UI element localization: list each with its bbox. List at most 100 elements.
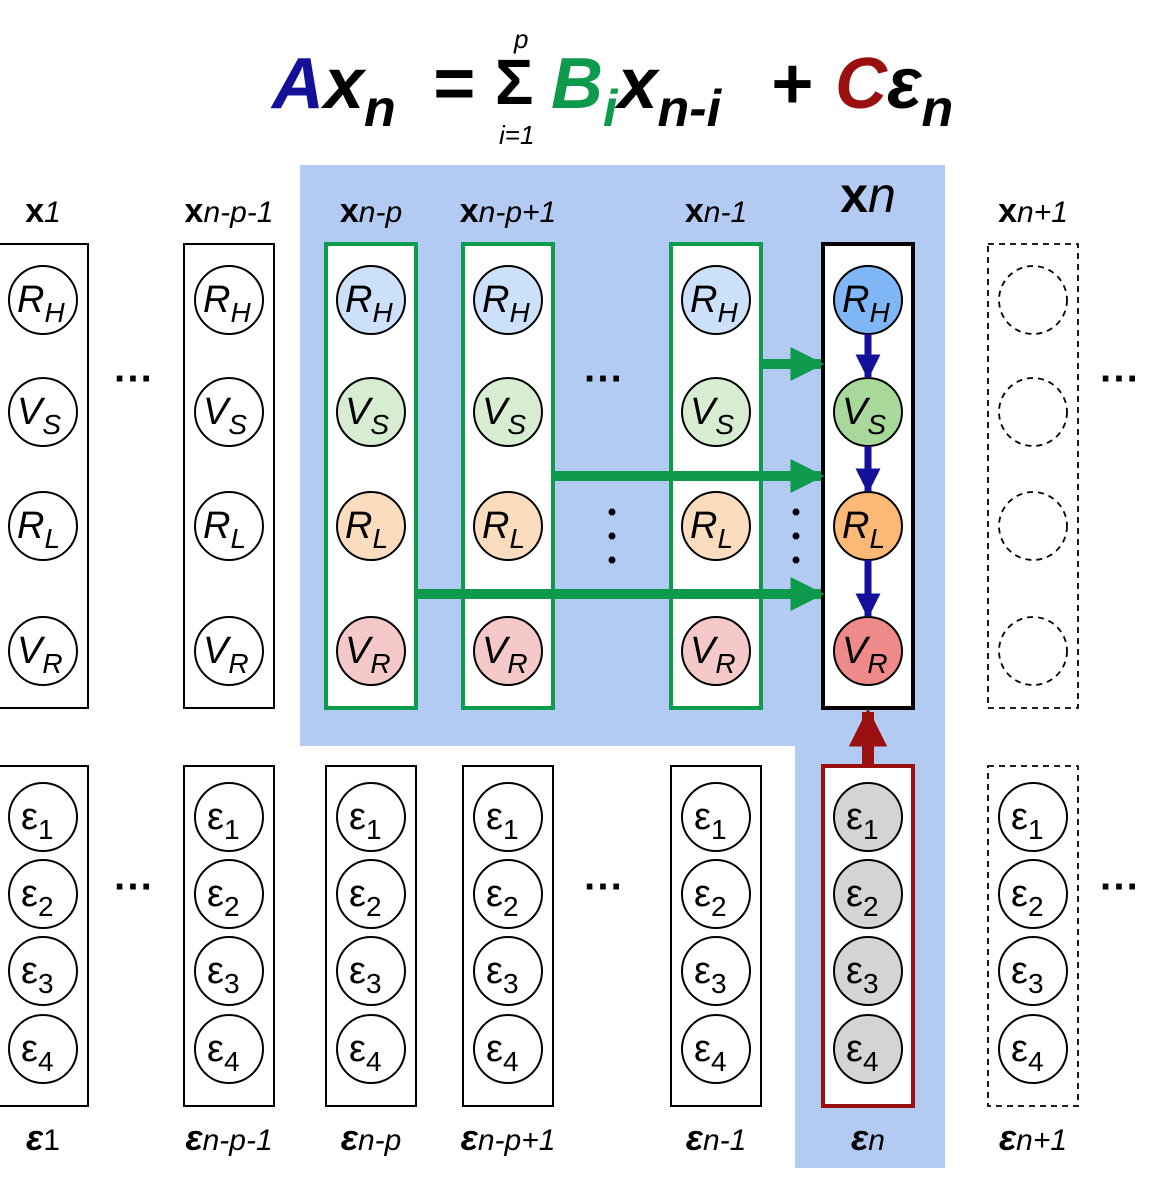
header-main: x — [998, 192, 1017, 230]
noise-label-sub: 3 — [38, 968, 54, 999]
noise-label-main: ε — [846, 873, 863, 915]
noise-label-main: ε — [486, 950, 503, 992]
node-label: RL — [203, 505, 246, 554]
ellipsis-left-top: ··· — [114, 357, 154, 401]
noise-label-main: ε — [207, 950, 224, 992]
node-label-main: R — [345, 505, 372, 547]
noise-label: ε3 — [486, 950, 519, 999]
node-VS: VS — [8, 377, 78, 447]
noise-label-sub: 1 — [711, 814, 727, 845]
noise-label-main: ε — [846, 796, 863, 838]
noise-node-2: ε2 — [473, 859, 543, 929]
noise-node-3: ε3 — [473, 936, 543, 1006]
node-circle — [336, 377, 406, 447]
noise-label: ε1 — [846, 796, 879, 845]
svg-text:Cεn: Cεn — [835, 44, 953, 138]
noise-node-2: ε2 — [833, 859, 903, 929]
column-header: xn-p-1 — [185, 192, 274, 230]
noise-node-3: ε3 — [194, 936, 264, 1006]
node-label: VR — [17, 630, 63, 679]
noise-node-4: ε4 — [8, 1014, 78, 1084]
node-label: VS — [690, 391, 734, 440]
node-label-main: R — [17, 505, 44, 547]
node-circle — [336, 265, 406, 335]
noise-label-main: ε — [486, 1028, 503, 1070]
noise-label: ε3 — [1011, 950, 1044, 999]
noise-circle — [681, 782, 751, 852]
noise-label-main: ε — [694, 950, 711, 992]
node-circle — [194, 377, 264, 447]
noise-circle — [336, 936, 406, 1006]
noise-label-sub: 1 — [224, 814, 240, 845]
noise-label-sub: 2 — [366, 891, 382, 922]
noise-label: ε3 — [207, 950, 240, 999]
noise-node-1: ε1 — [833, 782, 903, 852]
node-label: RL — [690, 505, 733, 554]
noise-label-main: ε — [21, 1028, 38, 1070]
noise-label: ε3 — [694, 950, 727, 999]
footer-sub: n+1 — [1016, 1124, 1067, 1157]
noise-circle — [833, 782, 903, 852]
node-label-main: R — [690, 505, 717, 547]
noise-label-main: ε — [349, 1028, 366, 1070]
noise-circle — [8, 936, 78, 1006]
column-header: xn-p — [340, 192, 402, 230]
noise-circle — [998, 859, 1068, 929]
node-label-sub: H — [230, 297, 251, 328]
node-label-sub: R — [228, 648, 248, 679]
node-circle — [681, 265, 751, 335]
noise-circle — [681, 859, 751, 929]
node-label-main: V — [482, 630, 511, 672]
noise-label-sub: 2 — [38, 891, 54, 922]
noise-label: ε4 — [1011, 1028, 1044, 1077]
node-RL: RL — [681, 491, 751, 561]
noise-node-1: ε1 — [473, 782, 543, 852]
node-RH: RH — [681, 265, 751, 335]
noise-label-sub: 2 — [503, 891, 519, 922]
noise-label: ε2 — [694, 873, 727, 922]
node-VR — [998, 616, 1068, 686]
node-label-sub: S — [867, 409, 886, 440]
node-VR: VR — [194, 616, 264, 686]
noise-label: ε2 — [1011, 873, 1044, 922]
noise-label: ε4 — [846, 1028, 879, 1077]
noise-label-sub: 2 — [224, 891, 240, 922]
node-label: RH — [17, 279, 65, 328]
noise-footer: ε1 — [26, 1117, 60, 1158]
noise-footer: εn-p — [341, 1117, 402, 1158]
noise-node-1: ε1 — [194, 782, 264, 852]
noise-label: ε1 — [486, 796, 519, 845]
noise-circle — [194, 1014, 264, 1084]
header-sub: 1 — [44, 196, 61, 229]
footer-main: ε — [686, 1117, 704, 1158]
eq-sum-upper: p — [513, 24, 528, 54]
node-label-sub: H — [717, 297, 738, 328]
node-label: VS — [482, 391, 526, 440]
footer-main: ε — [999, 1117, 1017, 1158]
vertical-ellipsis-mid — [608, 556, 616, 564]
noise-circle — [194, 859, 264, 929]
ellipsis-mid-top: ··· — [584, 357, 624, 401]
node-label-main: R — [842, 279, 869, 321]
noise-circle — [833, 859, 903, 929]
node-label-sub: L — [869, 523, 885, 554]
noise-label: ε2 — [349, 873, 382, 922]
node-VR: VR — [473, 616, 543, 686]
footer-sub: n-1 — [703, 1124, 746, 1157]
header-sub: n+1 — [1017, 196, 1068, 229]
noise-label: ε1 — [1011, 796, 1044, 845]
noise-circle — [473, 859, 543, 929]
node-label-sub: H — [372, 297, 393, 328]
node-circle — [8, 491, 78, 561]
node-circle — [8, 265, 78, 335]
node-circle — [998, 377, 1068, 447]
vertical-ellipsis-mid — [608, 508, 616, 516]
noise-label-sub: 1 — [366, 814, 382, 845]
vertical-ellipsis-right — [792, 532, 800, 540]
noise-label-sub: 1 — [38, 814, 54, 845]
eq-n: n — [364, 80, 396, 138]
noise-label-sub: 2 — [863, 891, 879, 922]
eq-Bi: i — [603, 80, 619, 138]
